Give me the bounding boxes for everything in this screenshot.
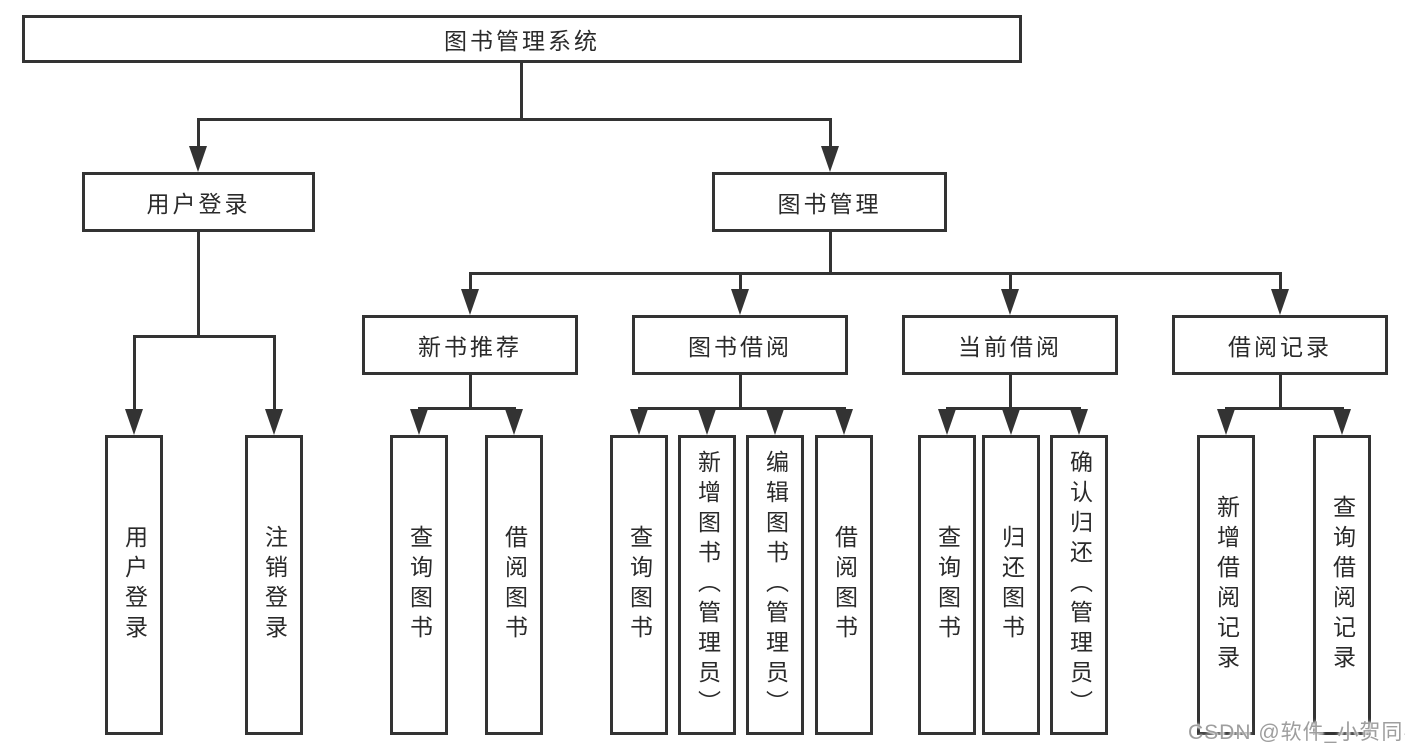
- node-leaf-query-books-1: 查询图书: [390, 435, 448, 735]
- connector-line: [469, 272, 472, 292]
- arrow-down-icon: [505, 409, 523, 435]
- arrow-down-icon: [731, 289, 749, 315]
- node-label: 图书借阅: [688, 334, 792, 360]
- arrow-down-icon: [698, 409, 716, 435]
- connector-line: [829, 232, 832, 272]
- node-leaf-borrow-books-1: 借阅图书: [485, 435, 543, 735]
- node-book-borrow: 图书借阅: [632, 315, 848, 375]
- node-leaf-return-books: 归还图书: [982, 435, 1040, 735]
- node-borrow-records: 借阅记录: [1172, 315, 1388, 375]
- node-leaf-user-login: 用户登录: [105, 435, 163, 735]
- arrow-down-icon: [189, 146, 207, 172]
- node-current-borrow: 当前借阅: [902, 315, 1118, 375]
- connector-line: [133, 335, 136, 411]
- node-book-management: 图书管理: [712, 172, 947, 232]
- connector-line: [469, 375, 472, 407]
- node-label: 用户登录: [121, 525, 148, 645]
- node-leaf-add-books-admin: 新增图书（管理员）: [678, 435, 736, 735]
- arrow-down-icon: [1001, 289, 1019, 315]
- node-leaf-query-books-3: 查询图书: [918, 435, 976, 735]
- connector-line: [273, 335, 276, 411]
- connector-line: [1279, 375, 1282, 407]
- connector-line: [829, 118, 832, 148]
- node-leaf-add-borrow-record: 新增借阅记录: [1197, 435, 1255, 735]
- connector-line: [638, 407, 846, 410]
- arrow-down-icon: [835, 409, 853, 435]
- node-label: 当前借阅: [958, 334, 1062, 360]
- node-user-login: 用户登录: [82, 172, 315, 232]
- node-label: 查询图书: [934, 525, 961, 645]
- node-label: 借阅图书: [831, 525, 858, 645]
- node-label: 新增借阅记录: [1213, 495, 1240, 675]
- connector-line: [1279, 272, 1282, 292]
- node-label: 借阅记录: [1228, 334, 1332, 360]
- node-label: 用户登录: [146, 191, 251, 217]
- connector-line: [1009, 272, 1012, 292]
- node-root-label: 图书管理系统: [444, 28, 600, 54]
- node-label: 注销登录: [261, 525, 288, 645]
- node-label: 确认归还（管理员）: [1066, 450, 1093, 720]
- arrow-down-icon: [265, 409, 283, 435]
- connector-line: [197, 232, 200, 335]
- connector-line: [197, 118, 200, 148]
- node-leaf-confirm-return-admin: 确认归还（管理员）: [1050, 435, 1108, 735]
- node-label: 查询图书: [406, 525, 433, 645]
- node-new-book-recommend: 新书推荐: [362, 315, 578, 375]
- arrow-down-icon: [630, 409, 648, 435]
- connector-line: [418, 407, 516, 410]
- node-label: 新增图书（管理员）: [694, 450, 721, 720]
- node-label: 编辑图书（管理员）: [762, 450, 789, 720]
- arrow-down-icon: [938, 409, 956, 435]
- connector-line: [520, 63, 523, 118]
- watermark: CSDN @软件_小贺同学: [1188, 721, 1405, 744]
- arrow-down-icon: [1070, 409, 1088, 435]
- node-root: 图书管理系统: [22, 15, 1022, 63]
- arrow-down-icon: [1271, 289, 1289, 315]
- connector-line: [197, 118, 832, 121]
- connector-line: [946, 407, 1081, 410]
- arrow-down-icon: [410, 409, 428, 435]
- connector-line: [133, 335, 276, 338]
- arrow-down-icon: [1002, 409, 1020, 435]
- arrow-down-icon: [1217, 409, 1235, 435]
- node-label: 查询借阅记录: [1329, 495, 1356, 675]
- connector-line: [469, 272, 1282, 275]
- connector-line: [1009, 375, 1012, 407]
- connector-line: [1225, 407, 1344, 410]
- node-label: 新书推荐: [418, 334, 522, 360]
- arrow-down-icon: [125, 409, 143, 435]
- node-label: 借阅图书: [501, 525, 528, 645]
- node-leaf-borrow-books-2: 借阅图书: [815, 435, 873, 735]
- node-leaf-query-books-2: 查询图书: [610, 435, 668, 735]
- node-leaf-edit-books-admin: 编辑图书（管理员）: [746, 435, 804, 735]
- node-leaf-logout: 注销登录: [245, 435, 303, 735]
- arrow-down-icon: [1333, 409, 1351, 435]
- arrow-down-icon: [461, 289, 479, 315]
- arrow-down-icon: [821, 146, 839, 172]
- node-label: 图书管理: [777, 191, 882, 217]
- connector-line: [739, 272, 742, 292]
- arrow-down-icon: [766, 409, 784, 435]
- node-label: 查询图书: [626, 525, 653, 645]
- connector-line: [739, 375, 742, 407]
- node-label: 归还图书: [998, 525, 1025, 645]
- node-leaf-query-borrow-record: 查询借阅记录: [1313, 435, 1371, 735]
